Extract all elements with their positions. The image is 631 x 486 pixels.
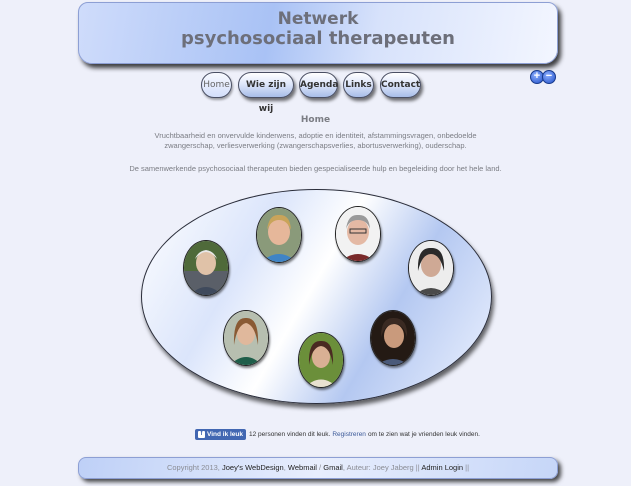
site-title-line1: Netwerk [277,9,359,29]
footer-link-webmail[interactable]: Webmail [287,463,317,472]
facebook-like-label: Vind ik leuk [207,430,244,438]
facebook-like-button[interactable]: f Vind ik leuk [195,428,247,440]
therapist-photo[interactable] [183,240,229,296]
nav-contact[interactable]: Contact [380,72,421,98]
therapist-photo[interactable] [370,310,416,366]
site-header: Netwerk psychosociaal therapeuten [78,2,558,64]
nav-home[interactable]: Home [201,72,232,98]
intro-text-2: De samenwerkende psychosociaal therapeut… [129,164,502,173]
footer-copyright: Copyright 2013, [166,463,220,472]
footer-link-webdesign[interactable]: Joey's WebDesign [221,463,284,472]
facebook-like-widget: f Vind ik leuk 12 personen vinden dit le… [195,428,480,440]
footer-link-gmail[interactable]: Gmail [323,463,343,472]
therapist-photo[interactable] [298,332,344,388]
facebook-suffix-text: om te zien wat je vrienden leuk vinden. [367,430,480,438]
site-title-line2: psychosociaal therapeuten [180,28,456,49]
nav-links[interactable]: Links [343,72,374,98]
footer-separator: , [283,463,286,472]
site-footer: Copyright 2013, Joey's WebDesign, Webmai… [78,457,558,479]
page-heading: Home [300,115,331,125]
footer-end: || [465,463,470,472]
therapist-photo[interactable] [223,310,269,366]
footer-link-admin-login[interactable]: Admin Login [421,463,464,472]
therapist-photo[interactable] [335,206,381,262]
therapist-photo[interactable] [256,207,302,263]
zoom-in-icon[interactable]: + [530,70,544,84]
main-nav: Home Wie zijn wij Agenda Links Contact [0,72,631,114]
therapist-photo[interactable] [408,240,454,296]
nav-wie-zijn-wij[interactable]: Wie zijn wij [238,72,294,114]
facebook-register-link[interactable]: Registreren [332,430,366,438]
footer-slash: / [316,463,324,472]
facebook-like-count: 12 personen vinden dit leuk. [249,430,331,438]
zoom-out-icon[interactable]: − [542,70,556,84]
footer-author: , Auteur: Joey Jaberg || [342,463,420,472]
facebook-f-icon: f [198,430,205,438]
intro-text: Vruchtbaarheid en onvervulde kinderwens,… [154,131,477,150]
nav-agenda[interactable]: Agenda [299,72,338,98]
